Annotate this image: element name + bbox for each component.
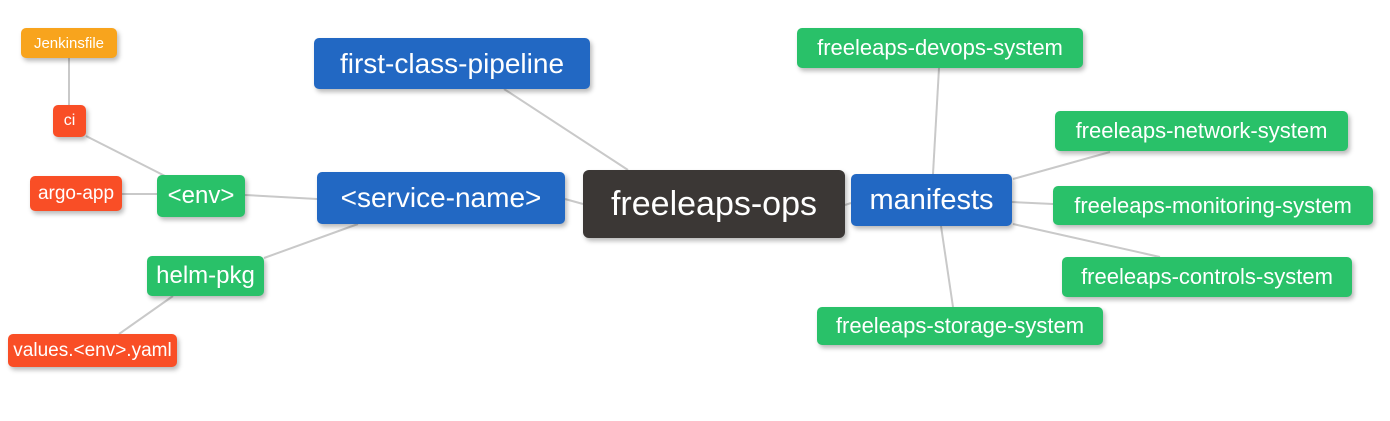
node-jenkinsfile[interactable]: Jenkinsfile [21,28,117,58]
node-freeleaps-storage-system[interactable]: freeleaps-storage-system [817,307,1103,345]
node-freeleaps-devops-system[interactable]: freeleaps-devops-system [797,28,1083,68]
edge-manifests-network-system [1012,151,1111,180]
node-service-name[interactable]: <service-name> [317,172,565,224]
edge-service-name-helm-pkg [263,223,359,259]
node-freeleaps-ops-root[interactable]: freeleaps-ops [583,170,845,238]
edge-manifests-storage-system [940,225,954,308]
node-helm-pkg[interactable]: helm-pkg [147,256,264,296]
edge-first-class-pipeline-freeleaps-ops [503,88,629,171]
edge-ci-env [85,135,168,178]
node-first-class-pipeline[interactable]: first-class-pipeline [314,38,590,89]
edge-helm-pkg-values-env-yaml [118,295,174,335]
edge-service-name-freeleaps-ops [564,198,584,205]
edge-manifests-controls-system [1012,223,1161,258]
node-freeleaps-monitoring-system[interactable]: freeleaps-monitoring-system [1053,186,1373,225]
node-argo-app[interactable]: argo-app [30,176,122,211]
node-env[interactable]: <env> [157,175,245,217]
node-freeleaps-controls-system[interactable]: freeleaps-controls-system [1062,257,1352,297]
node-ci[interactable]: ci [53,105,86,137]
node-freeleaps-network-system[interactable]: freeleaps-network-system [1055,111,1348,151]
edge-manifests-devops-system [932,67,940,175]
edge-env-service-name [244,194,318,200]
edge-freeleaps-ops-manifests [844,202,852,206]
node-manifests[interactable]: manifests [851,174,1012,226]
node-values-env-yaml[interactable]: values.<env>.yaml [8,334,177,367]
edge-manifests-monitoring-system [1011,201,1054,205]
